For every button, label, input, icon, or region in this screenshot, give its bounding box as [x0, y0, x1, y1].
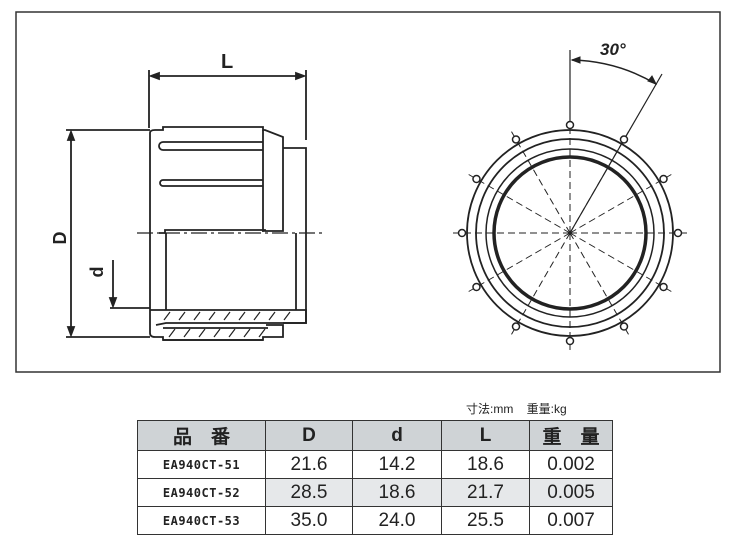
rib-marker	[472, 282, 481, 292]
cell-D: 21.6	[265, 450, 353, 479]
table-row: EA940CT-51 21.6 14.2 18.6 0.002	[137, 450, 613, 479]
label-d: d	[87, 267, 107, 278]
radial-center-line	[569, 128, 631, 234]
cell-L: 21.7	[441, 478, 530, 507]
table-row: EA940CT-52 28.5 18.6 21.7 0.005	[137, 478, 613, 507]
table-header-row: 品 番 D d L 重 量	[137, 420, 613, 451]
end-view	[450, 50, 690, 353]
rib-marker	[565, 336, 575, 346]
rib-marker	[457, 228, 467, 238]
drawing-frame	[15, 11, 721, 373]
spec-table: 品 番 D d L 重 量 EA940CT-51 21.6 14.2 18.6 …	[137, 420, 613, 535]
rib-marker	[659, 174, 668, 184]
side-view	[66, 70, 325, 341]
header-weight: 重 量	[529, 420, 613, 451]
cell-D: 28.5	[265, 478, 353, 507]
cell-D: 35.0	[265, 506, 353, 535]
rib-marker	[565, 120, 575, 130]
table-row: EA940CT-53 35.0 24.0 25.5 0.007	[137, 506, 613, 535]
cell-code: EA940CT-52	[137, 478, 266, 507]
header-d: d	[352, 420, 442, 451]
radial-center-line	[465, 172, 571, 234]
cell-weight: 0.002	[529, 450, 613, 479]
label-D: D	[50, 232, 70, 245]
cell-d: 18.6	[352, 478, 442, 507]
units-weight: 重量:kg	[526, 402, 567, 416]
radial-center-line	[569, 232, 675, 294]
rib-marker	[472, 174, 481, 184]
header-D: D	[265, 420, 353, 451]
radial-center-line	[569, 172, 675, 234]
units-note: 寸法:mm 重量:kg	[466, 400, 577, 417]
cell-code: EA940CT-51	[137, 450, 266, 479]
rib-marker	[659, 282, 668, 292]
cell-weight: 0.007	[529, 506, 613, 535]
cell-d: 14.2	[352, 450, 442, 479]
rib-marker	[619, 135, 629, 144]
radial-center-line	[509, 232, 571, 338]
label-L: L	[221, 51, 233, 73]
units-dimension: 寸法:mm	[466, 402, 514, 416]
cell-d: 24.0	[352, 506, 442, 535]
label-angle: 30°	[600, 40, 626, 59]
header-code: 品 番	[137, 420, 266, 451]
radial-center-line	[509, 128, 571, 234]
cell-code: EA940CT-53	[137, 506, 266, 535]
cell-L: 25.5	[441, 506, 530, 535]
cell-weight: 0.005	[529, 478, 613, 507]
header-L: L	[441, 420, 530, 451]
rib-marker	[619, 322, 629, 331]
rib-marker	[673, 228, 683, 238]
technical-drawing: L D d 30°	[15, 11, 721, 373]
cell-L: 18.6	[441, 450, 530, 479]
radial-center-line	[569, 232, 631, 338]
rib-marker	[511, 135, 521, 144]
radial-center-line	[465, 232, 571, 294]
rib-marker	[511, 322, 521, 331]
